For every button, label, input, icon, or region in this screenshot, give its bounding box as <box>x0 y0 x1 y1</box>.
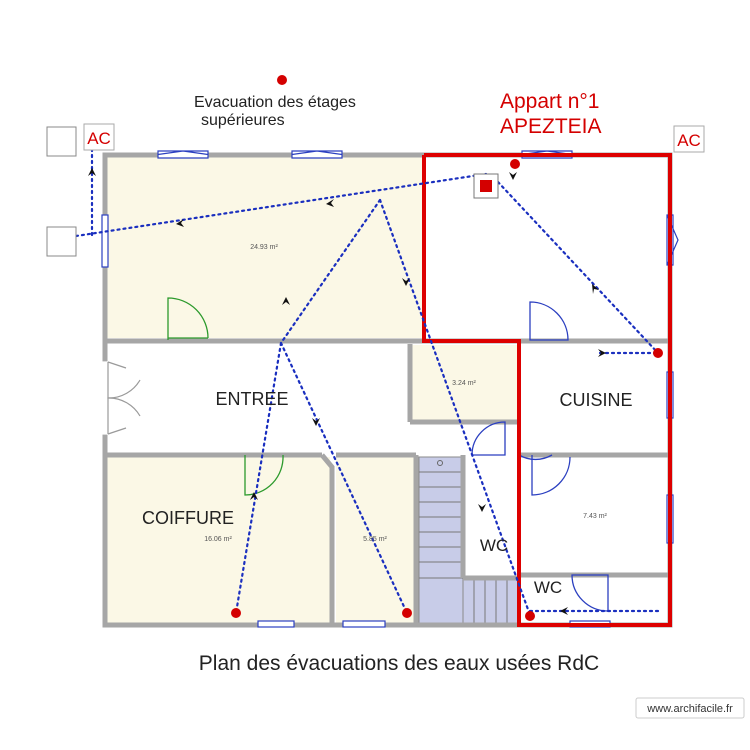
room-label-coiffure: COIFFURE <box>142 508 234 528</box>
arrow-main-3 <box>282 297 290 305</box>
drain-point-wc2 <box>525 611 535 621</box>
drain-points <box>231 75 663 621</box>
evacuation-pipes <box>74 141 664 617</box>
window-left <box>101 214 109 268</box>
watermark-text: www.archifacile.fr <box>646 703 733 715</box>
flow-arrows <box>88 168 606 615</box>
window-top-2 <box>291 150 343 159</box>
upper-floors-label-1: Evacuation des étages <box>194 94 356 111</box>
door-wc2 <box>571 574 609 612</box>
door-kitchen-b <box>531 455 571 496</box>
drain-point-upper <box>277 75 287 85</box>
arrow-apt-1 <box>509 172 517 180</box>
arrow-coiffure <box>250 492 258 500</box>
arrow-side <box>312 418 320 426</box>
area-side-room: 5.85 m² <box>363 536 387 543</box>
window-bottom-1 <box>257 620 295 628</box>
drain-point-kitchen <box>653 348 663 358</box>
door-wc1 <box>471 421 506 456</box>
apartment-outline <box>422 153 672 627</box>
room-fills <box>106 156 518 623</box>
door-coiffure <box>244 454 284 496</box>
room-label-wc1: WC <box>480 536 508 555</box>
arrow-main-2 <box>326 199 334 207</box>
entrance-door <box>101 361 141 435</box>
inspection-box <box>473 173 499 199</box>
arrow-ac-left <box>88 168 96 176</box>
window-bottom-2 <box>342 620 386 628</box>
ac-boxes <box>46 123 705 257</box>
upper-floors-label-2: supérieures <box>201 112 285 129</box>
arrow-apt-2 <box>592 284 599 294</box>
arrow-stairs <box>478 504 486 512</box>
ac-label-right: AC <box>677 131 701 150</box>
area-main-room: 24.93 m² <box>250 244 278 251</box>
ac-label-box-left <box>83 123 115 151</box>
watermark: www.archifacile.fr <box>635 697 745 719</box>
arrow-wc2 <box>560 607 568 615</box>
drain-point-apt-top <box>510 159 520 169</box>
main-room-floor <box>106 156 424 338</box>
ac-label-box-right <box>673 125 705 153</box>
apartment-label-2: APEZTEIA <box>500 115 602 138</box>
window-top-1 <box>157 150 209 159</box>
room-label-wc2: WC <box>534 578 562 597</box>
drain-point-coiffure <box>231 608 241 618</box>
ac-box-top-left <box>46 126 77 157</box>
door-main-room <box>167 297 209 340</box>
ac-box-left <box>46 226 77 257</box>
room-label-entree: ENTREE <box>215 389 288 409</box>
area-kitchen-room: 7.43 m² <box>583 513 607 520</box>
drain-point-side <box>402 608 412 618</box>
room-label-cuisine: CUISINE <box>559 390 632 410</box>
ac-label-left: AC <box>87 129 111 148</box>
arrow-main-1 <box>176 219 184 227</box>
plan-title: Plan des évacuations des eaux usées RdC <box>199 652 599 675</box>
coiffure-floor <box>106 457 330 623</box>
area-small-room: 3.24 m² <box>452 380 476 387</box>
arrow-main-4 <box>402 278 410 286</box>
apartment-label-1: Appart n°1 <box>500 90 599 113</box>
arrow-kitchen <box>598 349 606 357</box>
small-room-floor <box>412 345 518 421</box>
side-room-floor <box>336 457 414 623</box>
staircase <box>418 456 519 624</box>
door-apartment <box>529 301 569 341</box>
area-coiffure: 16.06 m² <box>204 536 232 543</box>
